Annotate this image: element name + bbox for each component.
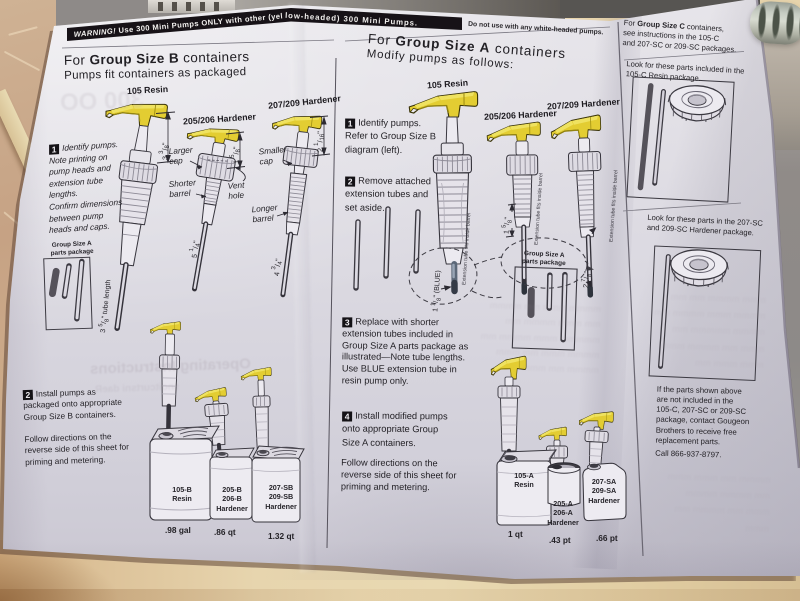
svg-text:Do not use with any white-head: Do not use with any white-headed pumps. [468,21,604,37]
